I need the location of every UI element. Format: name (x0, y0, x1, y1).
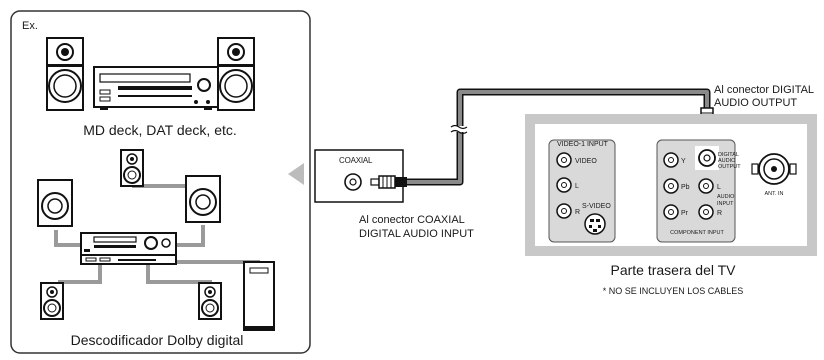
stereo-system-icon (46, 37, 255, 111)
tv-rear-panel: VIDEO-1 INPUT COMPONENT INPUT VIDEO L R … (525, 114, 817, 256)
component-y-label: Y (681, 158, 686, 165)
ant-in-label: ANT. IN (765, 191, 784, 197)
direction-arrow-icon (288, 163, 304, 185)
antenna-input-icon (751, 153, 797, 185)
component-pb-label: Pb (681, 184, 690, 191)
md-deck-caption: MD deck, DAT deck, etc. (83, 122, 237, 138)
audio-l-jack-icon (556, 177, 572, 193)
audio-r-jack-icon (556, 203, 572, 219)
audio-input-label-2: INPUT (717, 201, 734, 207)
component-audio-l-label: L (717, 184, 721, 191)
component-y-jack-icon (663, 152, 679, 168)
audio-r-label: R (575, 209, 580, 216)
digital-audio-output-jack-icon (698, 149, 716, 167)
tv-rear-caption: Parte trasera del TV (610, 262, 736, 278)
audio-l-label: L (575, 183, 579, 190)
video-jack-icon (556, 152, 572, 168)
digital-output-label-2: AUDIO (718, 158, 736, 164)
decoder-system-icon (37, 149, 275, 331)
video-label: VIDEO (575, 158, 597, 165)
coaxial-input-caption-line1: Al conector COAXIAL (359, 214, 465, 226)
component-pr-jack-icon (663, 204, 679, 220)
coaxial-input-caption-line2: DIGITAL AUDIO INPUT (359, 228, 474, 240)
cables-note: * NO SE INCLUYEN LOS CABLES (603, 286, 744, 296)
component-pr-label: Pr (681, 210, 689, 217)
component-input-label: COMPONENT INPUT (670, 230, 724, 236)
svideo-label: S-VIDEO (582, 203, 611, 210)
component-audio-r-label: R (717, 210, 722, 217)
example-label: Ex. (22, 20, 38, 32)
audio-input-label-1: AUDIO (717, 194, 735, 200)
digital-output-caption-line1: Al conector DIGITAL (714, 84, 814, 96)
digital-output-label-3: OUTPUT (718, 164, 741, 170)
digital-output-label-1: DIGITAL (718, 152, 739, 158)
coaxial-cable (407, 88, 711, 186)
component-pb-jack-icon (663, 178, 679, 194)
digital-output-caption-line2: AUDIO OUTPUT (714, 97, 797, 109)
rca-plug-icon (370, 175, 407, 189)
svideo-jack-icon (584, 213, 606, 235)
component-audio-l-jack-icon (698, 178, 714, 194)
video1-input-label: VIDEO-1 INPUT (557, 141, 609, 148)
coaxial-jack-label: COAXIAL (339, 156, 373, 165)
decoder-caption: Descodificador Dolby digital (71, 332, 244, 348)
component-audio-r-jack-icon (698, 204, 714, 220)
